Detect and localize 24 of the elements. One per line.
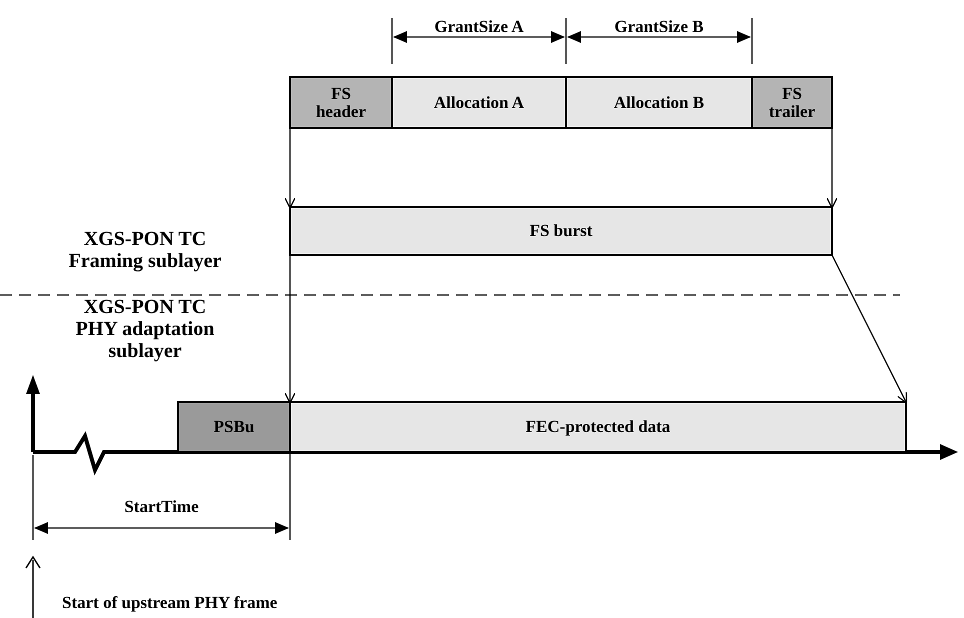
arrow: [831, 254, 908, 404]
frame-field-box: [391, 76, 567, 129]
arrow: [826, 128, 838, 209]
frame-field-box: [289, 76, 393, 129]
frame-field-box: [751, 76, 833, 129]
field-label: Allocation B: [614, 94, 704, 112]
dimension-label: GrantSize B: [613, 16, 705, 38]
field-label: PSBu: [214, 418, 254, 436]
frame-field-box: [177, 401, 291, 453]
layer-label: XGS-PON TC PHY adaptation sublayer: [74, 296, 216, 362]
layer-label: XGS-PON TC Framing sublayer: [68, 228, 222, 272]
field-label: Allocation A: [434, 94, 524, 112]
field-label: FS trailer: [768, 84, 816, 120]
dimension-label: StartTime: [123, 496, 200, 518]
dimension-label: GrantSize A: [433, 16, 525, 38]
arrow: [284, 128, 296, 209]
frame-field-box: [289, 401, 907, 453]
frame-field-box: [565, 76, 753, 129]
frame-field-box: [289, 206, 833, 256]
field-label: FS burst: [530, 222, 592, 240]
note-text: Start of upstream PHY frame: [62, 592, 278, 614]
field-label: FEC-protected data: [526, 418, 670, 436]
arrow: [284, 255, 296, 404]
field-label: FS header: [314, 84, 368, 120]
